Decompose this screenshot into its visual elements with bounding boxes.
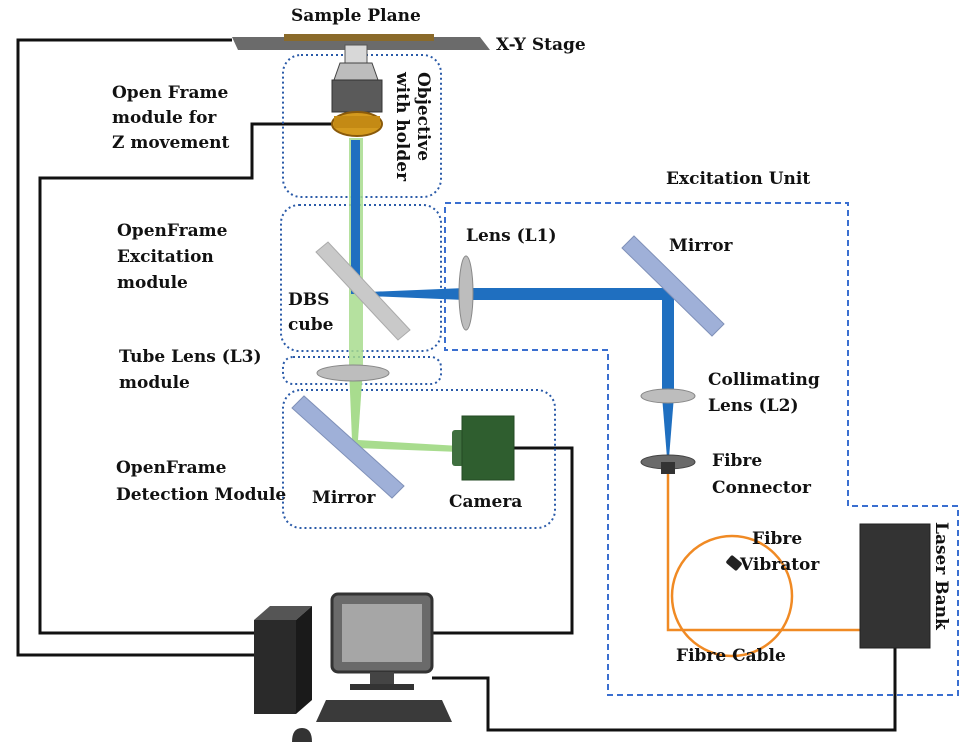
label-excitation-module-3: module	[117, 273, 188, 293]
camera-lens	[452, 430, 464, 466]
z-module-cable	[38, 122, 334, 635]
label-tube-lens-2: module	[119, 373, 190, 393]
label-detection-module-1: OpenFrame	[116, 458, 227, 478]
label-dbs-1: DBS	[288, 290, 329, 310]
dbs-cube	[315, 241, 411, 341]
label-fibre-cable: Fibre Cable	[676, 646, 786, 666]
label-dbs-2: cube	[288, 315, 334, 335]
objective-tip	[344, 44, 368, 64]
objective	[331, 44, 383, 137]
label-objective-2: with holder	[392, 71, 412, 182]
label-collimating-1: Collimating	[708, 370, 820, 390]
label-excitation-module-2: Excitation	[117, 247, 214, 267]
objective-body	[331, 79, 383, 113]
excitation-beam-to-dbs	[368, 288, 465, 300]
laser-bank-cable	[432, 648, 897, 732]
lens-l2	[640, 388, 696, 404]
excitation-beam-focus	[662, 396, 674, 458]
label-open-frame-z-3: Z movement	[112, 133, 230, 153]
pc-tower	[254, 620, 296, 714]
fibre-vibrator	[726, 555, 742, 571]
objective-nose	[333, 62, 379, 81]
label-mirror-bottom: Mirror	[312, 488, 377, 508]
tube-lens-l3	[316, 364, 390, 382]
label-fibre-vibrator-2: Vibrator	[739, 555, 820, 575]
sample-plane	[284, 34, 434, 41]
computer	[254, 592, 452, 742]
xy-stage-cable	[16, 38, 255, 657]
mouse	[292, 728, 312, 742]
label-xy-stage: X-Y Stage	[496, 35, 586, 55]
emission-beam-converging	[349, 368, 363, 440]
detection-module-box	[282, 389, 556, 529]
label-mirror-top: Mirror	[669, 236, 734, 256]
label-excitation-unit: Excitation Unit	[666, 169, 810, 189]
emission-beam-to-camera	[352, 440, 460, 452]
fibre-cable-path	[666, 474, 860, 632]
excitation-unit-boundary	[444, 202, 959, 696]
camera	[452, 415, 515, 481]
label-detection-module-2: Detection Module	[116, 485, 286, 505]
fibre-cable	[666, 474, 860, 658]
camera-body	[461, 415, 515, 481]
fibre-connector-body	[661, 462, 675, 474]
objective-holder-ring	[334, 116, 380, 128]
laser-bank	[859, 523, 931, 649]
excitation-beam	[351, 140, 674, 458]
excitation-beam-to-objective	[351, 140, 360, 294]
pc-tower-top	[254, 606, 312, 620]
monitor-stand	[370, 672, 394, 684]
camera-cable	[432, 446, 574, 635]
label-excitation-module-1: OpenFrame	[117, 221, 228, 241]
label-open-frame-z-1: Open Frame	[112, 83, 229, 103]
excitation-beam-vertical	[662, 290, 674, 390]
label-fibre-connector-2: Connector	[712, 478, 812, 498]
label-laser-bank: Laser Bank	[931, 522, 951, 631]
label-tube-lens-1: Tube Lens (L3)	[119, 347, 262, 367]
excitation-beam-horizontal	[465, 288, 674, 300]
label-open-frame-z-2: module for	[112, 108, 217, 128]
label-lens-l1: Lens (L1)	[466, 226, 557, 246]
tube-lens-module-box	[282, 356, 442, 385]
mirror-detection	[291, 395, 405, 499]
label-collimating-2: Lens (L2)	[708, 396, 799, 416]
data-cables	[16, 38, 897, 732]
monitor-base	[350, 684, 414, 690]
label-fibre-vibrator-1: Fibre	[752, 529, 802, 549]
label-camera: Camera	[449, 492, 522, 512]
lens-l1	[458, 255, 474, 331]
keyboard	[316, 700, 452, 722]
fibre-cable-loop	[670, 534, 794, 658]
pc-tower-side	[296, 606, 312, 714]
label-fibre-connector-1: Fibre	[712, 451, 762, 471]
mirror-excitation	[621, 235, 725, 337]
label-sample-plane: Sample Plane	[291, 6, 421, 26]
label-objective-1: Objective	[413, 72, 433, 161]
monitor-screen	[342, 604, 422, 662]
